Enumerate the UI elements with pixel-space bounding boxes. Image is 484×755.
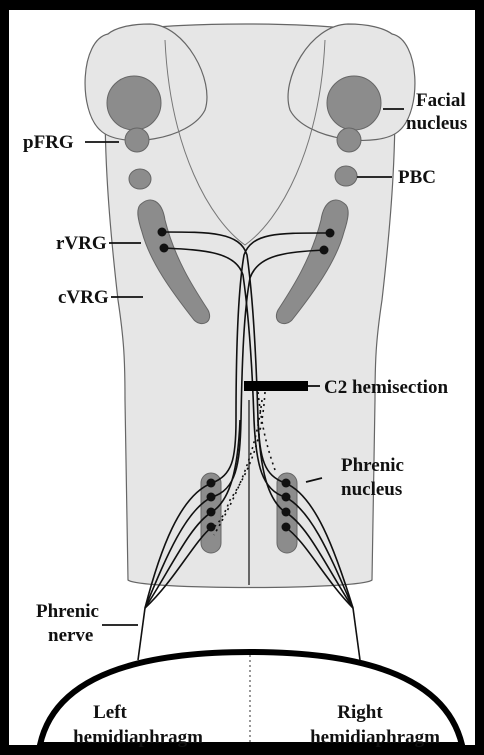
- rvrg-label: rVRG: [56, 233, 107, 254]
- left-pfrg-nucleus: [125, 128, 149, 152]
- right-hemidiaphragm-label-line1: Right: [337, 702, 383, 723]
- right-pfrg-nucleus: [337, 128, 361, 152]
- phrenic-nucleus-label-line1: Phrenic: [341, 455, 404, 476]
- facial-nucleus-label-line1: Facial: [416, 90, 466, 111]
- cvrg-label: cVRG: [58, 287, 109, 308]
- c2-hemisection-label: C2 hemisection: [324, 377, 448, 398]
- left-hemidiaphragm-label-line2: hemidiaphragm: [73, 727, 203, 748]
- left-facial-nucleus: [107, 76, 161, 130]
- facial-nucleus-label-line2: nucleus: [406, 113, 467, 134]
- left-pbc-nucleus: [129, 169, 151, 189]
- phrenic-nerve-label-line1: Phrenic: [36, 601, 99, 622]
- right-pbc-nucleus: [335, 166, 357, 186]
- left-hemidiaphragm-label-line1: Left: [93, 702, 127, 723]
- phrenic-nucleus-label-line2: nucleus: [341, 479, 402, 500]
- right-facial-nucleus: [327, 76, 381, 130]
- pbc-label: PBC: [398, 167, 436, 188]
- right-hemidiaphragm-label-line2: hemidiaphragm: [310, 727, 440, 748]
- c2-hemisection-bar: [244, 381, 308, 391]
- phrenic-nerve-label-line2: nerve: [48, 625, 93, 646]
- pfrg-label: pFRG: [23, 132, 74, 153]
